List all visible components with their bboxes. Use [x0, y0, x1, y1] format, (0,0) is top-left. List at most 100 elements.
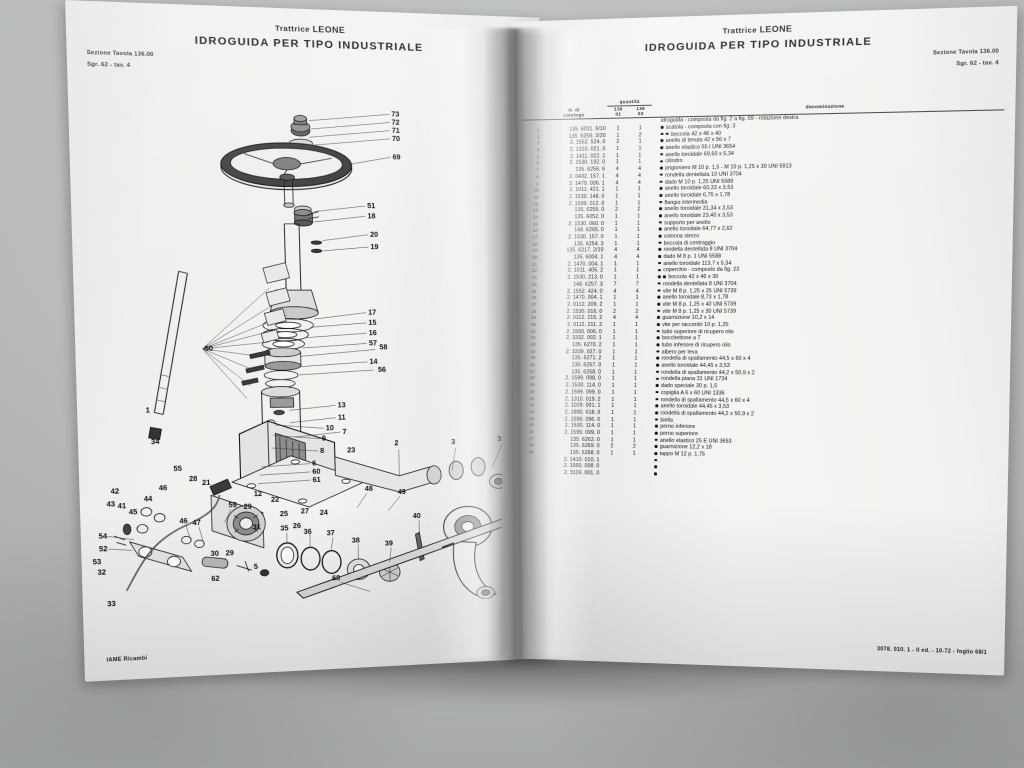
svg-text:28: 28 [189, 475, 198, 483]
svg-text:58: 58 [379, 343, 387, 351]
bullet-icon [658, 261, 661, 265]
svg-text:24: 24 [320, 509, 328, 517]
svg-text:3: 3 [497, 435, 501, 443]
left-brand-name: LEONE [312, 23, 346, 36]
bullet-icon [657, 302, 660, 306]
svg-text:32: 32 [97, 568, 106, 577]
bullet-icon [654, 452, 658, 455]
left-page: Trattrice LEONE IDROGUIDA PER TIPO INDUS… [65, 0, 557, 682]
col-catalog-line2: catalogo [563, 112, 585, 118]
svg-text:34: 34 [151, 438, 160, 446]
col-qty2-line2: 03 [637, 110, 644, 117]
bullet-icon [654, 458, 657, 462]
cell-catalog-number: 2. 1470. 004. 1 [566, 294, 603, 302]
cell-quantity-136-03 [622, 471, 644, 478]
bullet-icon [660, 146, 663, 149]
cell-catalog-number: 2. 1552. 424. 0 [567, 288, 603, 295]
svg-text:57: 57 [369, 339, 377, 347]
svg-text:73: 73 [391, 110, 399, 118]
svg-text:69: 69 [392, 153, 400, 161]
cell-catalog-number: 2. 1530. 157. 0 [568, 234, 604, 241]
svg-text:56: 56 [378, 366, 386, 374]
svg-text:21: 21 [202, 479, 211, 487]
col-ref-header [523, 107, 542, 121]
svg-text:29: 29 [225, 549, 234, 557]
bullet-icon [658, 234, 662, 238]
bullet-icon [656, 363, 659, 367]
bullet-icon [655, 390, 659, 394]
svg-text:6: 6 [312, 459, 316, 467]
cell-quantity-136-01: 1 [612, 328, 616, 335]
bullet-icon [656, 322, 660, 326]
cell-catalog-number: 2. 1530. 148. 0 [568, 193, 605, 201]
svg-text:53: 53 [93, 558, 102, 567]
svg-text:15: 15 [368, 319, 376, 327]
svg-text:44: 44 [144, 495, 153, 503]
svg-text:38: 38 [352, 536, 360, 544]
cell-catalog-number: 2. 3119. 001. 0 [563, 469, 600, 477]
svg-text:72: 72 [391, 119, 399, 127]
right-page-footer: 3078. 010. 1 - II ed. - 10-72 - foglio 6… [876, 646, 988, 657]
bullet-icon [657, 282, 661, 285]
svg-text:17: 17 [368, 309, 376, 317]
svg-text:60: 60 [312, 468, 320, 476]
right-brand-prefix: Trattrice [722, 25, 758, 36]
bullet-icon [653, 472, 657, 476]
cell-quantity-136-01: 2 [612, 308, 616, 315]
bullet-icon [655, 384, 659, 387]
cell-catalog-number: 2. 0112. 209. 2 [567, 301, 603, 308]
svg-text:1: 1 [145, 406, 150, 414]
cell-quantity-136-03: 1 [634, 321, 638, 329]
svg-text:54: 54 [98, 532, 107, 541]
svg-text:50: 50 [205, 345, 214, 353]
svg-text:26: 26 [293, 522, 301, 530]
svg-text:42: 42 [110, 487, 119, 496]
cell-quantity-136-01: 4 [612, 315, 616, 322]
bullet-icon [657, 309, 660, 313]
bullet-icon [656, 329, 660, 333]
cell-catalog-number: 2. 1530. 016. 0 [566, 308, 603, 315]
cell-description: guarnizione 10,2 x 14 [648, 315, 1001, 322]
bullet-icon [659, 166, 663, 170]
svg-text:43: 43 [106, 500, 115, 509]
svg-text:11: 11 [338, 414, 346, 422]
left-page-footer: IAME Ricambi [106, 655, 148, 664]
svg-text:52: 52 [99, 545, 108, 554]
svg-text:14: 14 [369, 358, 377, 366]
bullet-icon [659, 193, 663, 197]
svg-text:70: 70 [392, 135, 400, 143]
bullet-icon [655, 377, 659, 380]
svg-text:5: 5 [254, 563, 258, 571]
svg-text:40: 40 [413, 512, 421, 520]
bullet-icon [659, 173, 663, 177]
svg-text:68: 68 [332, 574, 340, 582]
bullet-icon [660, 125, 664, 129]
bullet-icon [657, 295, 661, 299]
svg-text:41: 41 [117, 502, 126, 511]
cell-quantity-136-01 [600, 470, 622, 477]
bullet-icon [654, 431, 658, 435]
cell-catalog-number: 2. 1530. 213. 0 [567, 274, 604, 281]
bullet-icon [659, 207, 662, 211]
svg-text:3: 3 [451, 438, 455, 446]
parts-table-body: idroguida - composta da fig. 2 a fig. 69… [516, 110, 1004, 483]
cell-quantity-136-01: 1 [612, 321, 616, 329]
bullet-icon [657, 275, 661, 279]
svg-text:51: 51 [367, 202, 375, 210]
svg-text:9: 9 [322, 435, 326, 443]
cell-catalog-number: 2. 0112. 215. 2 [566, 315, 603, 322]
bullet-icon [656, 336, 660, 340]
svg-text:18: 18 [367, 212, 375, 220]
cell-catalog-number: 2. 1011. 405. 2 [567, 267, 604, 275]
svg-text:46: 46 [159, 484, 168, 492]
svg-text:39: 39 [385, 539, 393, 547]
svg-text:62: 62 [211, 575, 220, 583]
bullet-icon [659, 180, 663, 183]
bullet-icon [658, 227, 662, 231]
right-section-table: Sezione Tavola 136.00 [932, 48, 1000, 57]
bullet-icon [663, 275, 666, 279]
bullet-icon [658, 241, 662, 245]
svg-text:37: 37 [327, 529, 335, 537]
